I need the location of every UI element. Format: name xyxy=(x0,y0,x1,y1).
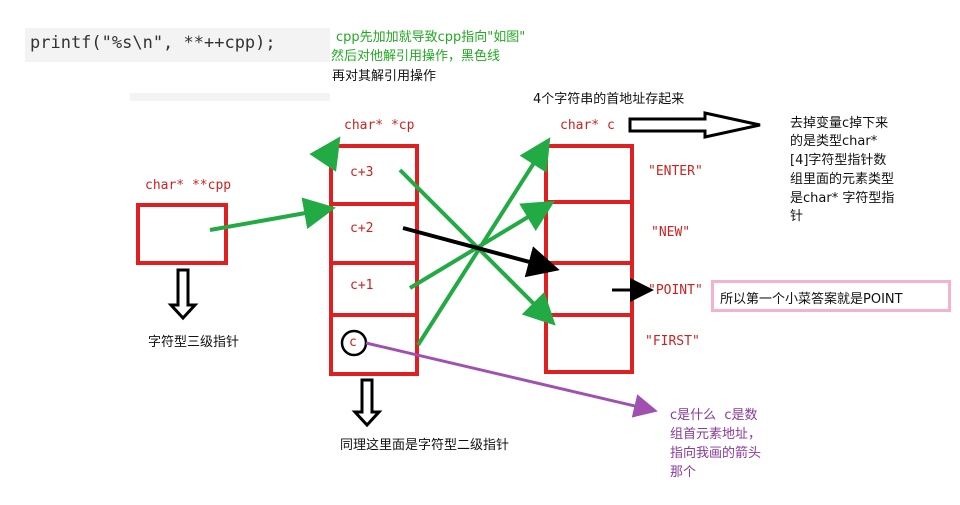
note-c-array-header: 4个字符串的首地址存起来 xyxy=(533,92,685,107)
explain-line-6: 针 xyxy=(790,209,804,224)
string-point: "POINT" xyxy=(648,283,703,298)
code-background xyxy=(25,28,330,62)
string-first: "FIRST" xyxy=(645,334,700,349)
string-enter: "ENTER" xyxy=(648,164,703,179)
arrow-cp-top xyxy=(309,136,341,172)
down-arrow-cp-icon xyxy=(351,378,383,428)
cpp-label: char* **cpp xyxy=(145,178,232,193)
note-deref-black-line: 然后对他解引用操作，黑色线 xyxy=(331,49,501,64)
cp-array-outline xyxy=(329,144,419,376)
explain-line-5: 是char* 字符型指 xyxy=(790,191,895,206)
cp-cell-c3: c+3 xyxy=(350,165,374,180)
cp-array xyxy=(329,144,419,376)
arrow-c-to-note xyxy=(365,341,658,418)
purple-note-line-3: 指向我画的箭头 xyxy=(670,446,762,461)
right-arrow-hollow-icon xyxy=(628,111,761,139)
explain-line-3: [4]字符型指针数 xyxy=(790,153,887,168)
answer-box xyxy=(711,280,951,312)
answer-text: 所以第一个小菜答案就是POINT xyxy=(720,292,903,307)
code-line: printf("%s\n", **++cpp); xyxy=(30,33,276,53)
cpp-box xyxy=(136,203,228,265)
arrow-c2-to-point xyxy=(402,226,560,278)
note-deref-again: 再对其解引用操作 xyxy=(332,69,437,84)
cp-cell-c1: c+1 xyxy=(350,278,374,293)
cp-cell-c: c xyxy=(349,335,357,350)
purple-note-line-4: 那个 xyxy=(670,465,697,480)
explain-line-1: 去掉变量c掉下来 xyxy=(790,116,889,131)
string-new: "NEW" xyxy=(651,225,691,240)
down-arrow-cpp-icon xyxy=(167,268,199,321)
explain-line-4: 组里面的元素类型 xyxy=(790,172,895,187)
cp-label: char* *cp xyxy=(344,118,415,133)
arrow-cpp-to-cp xyxy=(209,197,336,232)
arrow-c3-to-first xyxy=(398,168,556,326)
c-array xyxy=(544,144,634,374)
cp-cell-c2: c+2 xyxy=(350,221,374,236)
arrow-c-to-enter xyxy=(416,137,551,347)
purple-note-line-2: 组首元素地址， xyxy=(670,427,762,442)
cpp-description: 字符型三级指针 xyxy=(148,335,240,350)
purple-note-line-1: c是什么 c是数 xyxy=(670,408,758,423)
note-cpp-increment: cpp先加加就导致cpp指向"如图" xyxy=(336,30,526,45)
c-array-outline xyxy=(544,144,634,374)
c-label: char* c xyxy=(560,118,615,133)
cp-description: 同理这里面是字符型二级指针 xyxy=(340,438,510,453)
explain-line-2: 的是类型char* xyxy=(790,134,878,149)
code-background-lower xyxy=(130,93,330,101)
